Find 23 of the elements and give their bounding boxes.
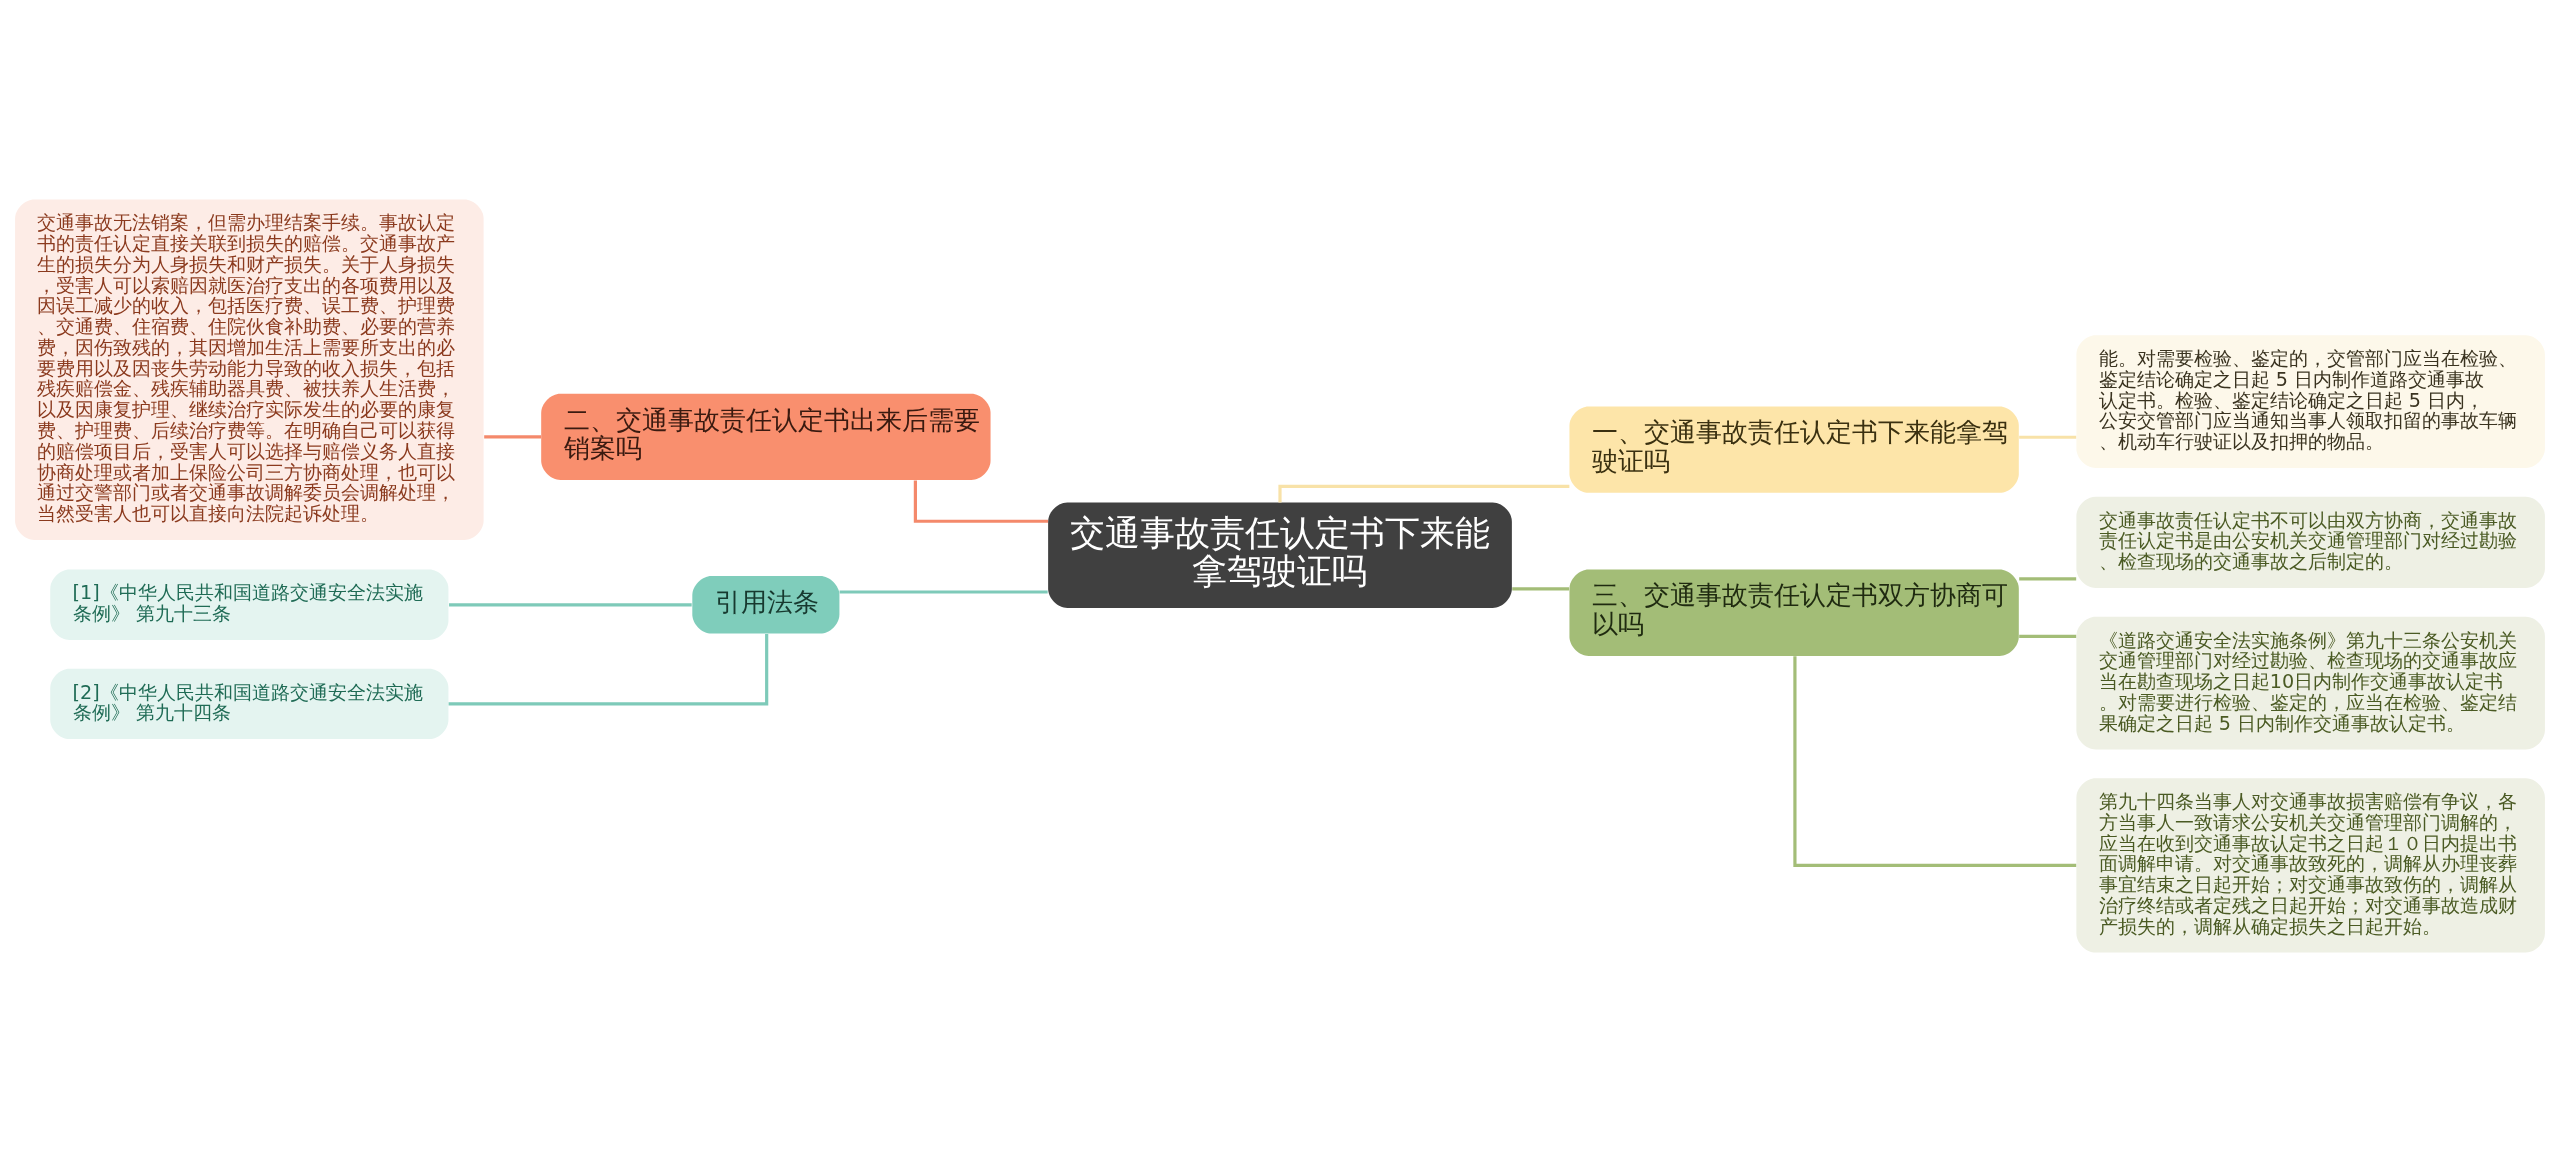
connector	[839, 590, 1048, 594]
connector	[1278, 484, 1570, 503]
node-box: 交通事故无法销案，但需办理结案手续。事故认定书的责任认定直接关联到损失的赔偿。交通事故产生的损失分为人身损失和财产损失。关于人身损失，受害人可以索赔因就医治疗支出的各项费用以及因误工减少的收入，包括医疗费、误工费、护理费、交通费、住宿费、住院伙食补助费、必要的营养费，因伤致残的，其因增加生活上需要所支出的必要费用以及因丧失劳动能力导致的收入损失，包括残疾赔偿金、残疾辅助器具费、被扶养人生活费，以及因康复护理、继续治疗实际发生的必要的康复费、护理费、后续治疗费等。在明确自己可以获得的赔偿项目后，受害人可以选择与赔偿义务人直接协商处理或者加上保险公司三方协商处理，也可以通过交警部门或者交通事故调解委员会调解处理，当然受害人也可以直接向法院起诉处理。	[15, 199, 484, 540]
connector	[448, 634, 769, 706]
node-box: 《道路交通安全法实施条例》第九十三条公安机关交通管理部门对经过勘验、检查现场的交通事故应当在勘查现场之日起10日内制作交通事故认定书。对需要进行检验、鉴定的，应当在检验、鉴定结果确定之日起 5 日内制作交通事故认定书。	[2076, 616, 2545, 750]
connector	[484, 435, 542, 439]
node-box: 第九十四条当事人对交通事故损害赔偿有争议，各方当事人一致请求公安机关交通管理部门调解的，应当在收到交通事故认定书之日起１０日内提出书面调解申请。对交通事故致死的，调解从办理丧葬事宜结束之日起开始；对交通事故致伤的，调解从治疗终结或者定残之日起开始；对交通事故造成财产损失的，调解从确定损失之日起开始。	[2076, 778, 2545, 953]
connector	[1793, 656, 2077, 868]
connector	[1512, 587, 1570, 591]
node-box: [1]《中华人民共和国道路交通安全法实施条例》 第九十三条	[50, 569, 449, 640]
connector	[2019, 435, 2077, 439]
node-box: 交通事故责任认定书下来能拿驾驶证吗	[1048, 502, 1512, 608]
node-box: 交通事故责任认定书不可以由双方协商，交通事故责任认定书是由公安机关交通管理部门对经过勘验、检查现场的交通事故之后制定的。	[2076, 496, 2545, 588]
connector	[449, 603, 692, 607]
node-box: 一、交通事故责任认定书下来能拿驾驶证吗	[1569, 406, 2019, 493]
connector	[2019, 634, 2077, 638]
node-box: [2]《中华人民共和国道路交通安全法实施条例》 第九十四条	[50, 668, 449, 740]
connector	[913, 480, 1049, 523]
node-box: 三、交通事故责任认定书双方协商可以吗	[1569, 569, 2019, 656]
connector	[2019, 577, 2077, 581]
node-box: 能。对需要检验、鉴定的，交管部门应当在检验、鉴定结论确定之日起 5 日内制作道路交通事故认定书。检验、鉴定结论确定之日起 5 日内，公安交管部门应当通知当事人领取扣留的事故车辆、机动车行驶证以及扣押的物品。	[2076, 335, 2545, 469]
node-box: 二、交通事故责任认定书出来后需要销案吗	[541, 393, 991, 481]
node-box: 引用法条	[692, 576, 840, 634]
